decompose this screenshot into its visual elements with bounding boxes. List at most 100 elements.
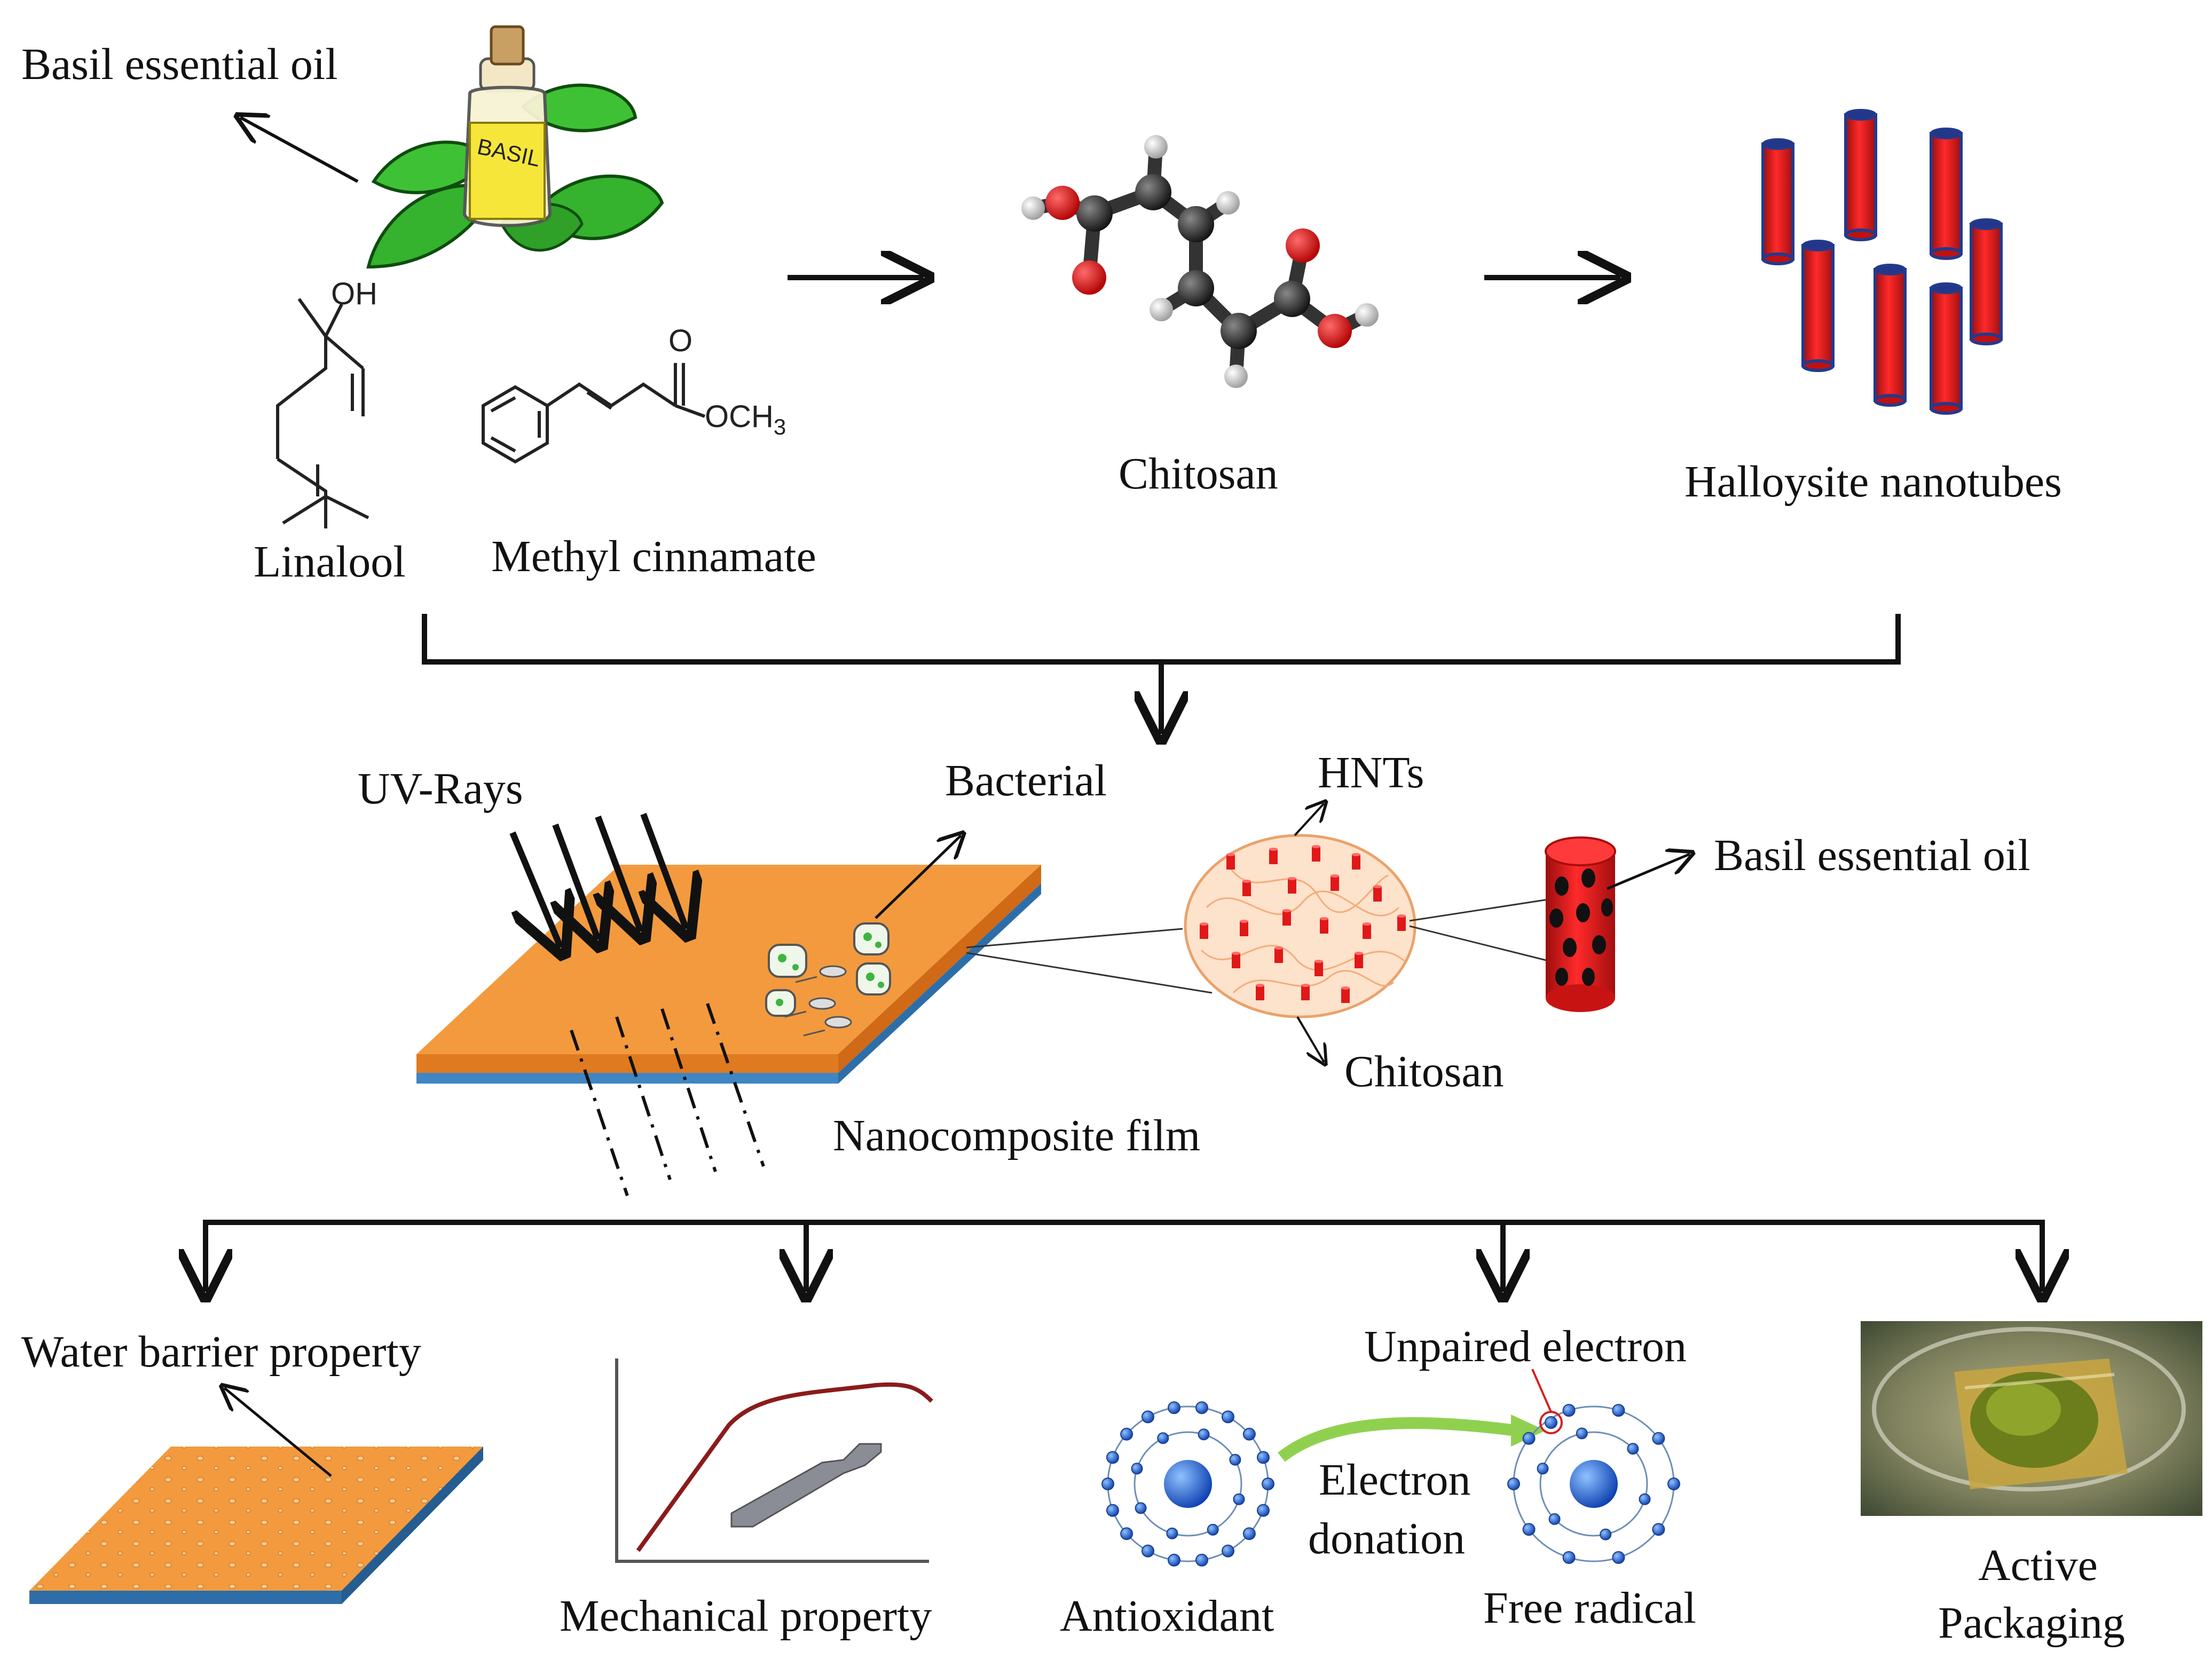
hnts-pointer <box>1294 803 1324 836</box>
basil-pointer-arrow <box>240 117 359 183</box>
carbonyl-o: O <box>668 323 692 358</box>
distribution-bar <box>203 1220 2045 1281</box>
basil-bottle-icon: BASIL <box>366 25 664 269</box>
electron <box>1120 1527 1133 1540</box>
nanotube <box>1930 282 1963 415</box>
electron <box>1242 1427 1256 1441</box>
electron <box>1262 1478 1274 1490</box>
electron-line1: Electron <box>1319 1455 1471 1505</box>
electron-donation-arrow <box>1278 1417 1517 1462</box>
mini-nanotube <box>1282 909 1291 926</box>
mini-nanotube <box>1269 848 1278 864</box>
petri-dish-icon <box>1861 1321 2202 1516</box>
electron <box>1522 1523 1536 1536</box>
water-pointer <box>224 1388 332 1477</box>
electron <box>1229 1453 1241 1466</box>
electron <box>1612 1551 1625 1564</box>
electron <box>1522 1432 1536 1445</box>
water-barrier-label: Water barrier property <box>21 1327 421 1377</box>
basil-oil-title: Basil essential oil <box>21 40 338 89</box>
molecule-icon <box>1021 135 1379 388</box>
electron <box>1548 1513 1561 1525</box>
electron <box>1652 1523 1665 1536</box>
mini-nanotube <box>1226 853 1235 870</box>
nanotube <box>1801 240 1835 372</box>
electron <box>1198 1428 1210 1441</box>
electron <box>1142 1410 1154 1424</box>
nanotube <box>1844 109 1877 241</box>
stress-strain-plot <box>615 1358 933 1563</box>
bacterial-pointer <box>875 835 961 919</box>
unpaired-electron-label: Unpaired electron <box>1364 1322 1687 1371</box>
electron <box>1242 1527 1256 1540</box>
nanotube <box>1873 264 1907 407</box>
mini-nanotube <box>1312 845 1320 862</box>
electron <box>1600 1528 1612 1540</box>
electron <box>1120 1427 1133 1441</box>
electron <box>1257 1451 1270 1464</box>
electron <box>1233 1493 1245 1505</box>
mini-nanotube <box>1314 960 1323 976</box>
active-line2: Packaging <box>1938 1598 2125 1648</box>
electron <box>1576 1427 1588 1440</box>
nanotube <box>1970 218 2003 345</box>
chitosan-top-label: Chitosan <box>1119 449 1278 499</box>
hnt-chitosan-circle <box>1184 834 1416 1018</box>
electron <box>1131 1463 1143 1475</box>
antioxidant-label: Antioxidant <box>1060 1591 1274 1641</box>
nanotube-icon <box>1761 109 2003 415</box>
chitosan-pointer <box>1296 1016 1324 1062</box>
electron <box>1195 1553 1208 1567</box>
mini-nanotube <box>1373 885 1382 902</box>
bacteria-cluster <box>765 922 891 1037</box>
electron <box>1195 1401 1208 1415</box>
mini-nanotube <box>1232 952 1240 968</box>
electron <box>1106 1504 1119 1517</box>
methyl-cinnamate-structure <box>482 363 706 464</box>
halloysite-label: Halloysite nanotubes <box>1684 457 2062 507</box>
antioxidant-atom <box>1101 1401 1274 1567</box>
electron <box>1652 1432 1665 1445</box>
linalool-oh: OH <box>331 276 377 311</box>
uv-dashed-rays <box>570 1003 765 1196</box>
mini-nanotube <box>1301 984 1310 1000</box>
electron <box>1507 1478 1520 1490</box>
electron <box>1627 1443 1639 1455</box>
mini-nanotube <box>1256 984 1264 1000</box>
electron <box>1222 1410 1234 1424</box>
linalool-label: Linalool <box>254 537 406 587</box>
oil-pointer <box>1607 854 1690 890</box>
uv-rays-label: UV-Rays <box>358 764 523 813</box>
active-line1: Active <box>1978 1540 2098 1590</box>
electron <box>1142 1544 1154 1558</box>
electron <box>1168 1401 1180 1415</box>
mini-nanotube <box>1320 917 1328 934</box>
linalool-structure <box>276 298 369 528</box>
free-radical-atom <box>1507 1404 1680 1564</box>
mini-nanotube <box>1240 920 1248 936</box>
zoom-line <box>966 928 1183 949</box>
methyl-cinnamate-label: Methyl cinnamate <box>491 532 816 581</box>
water-barrier-film <box>29 1447 483 1604</box>
electron <box>1537 1463 1549 1475</box>
zoom-line <box>1409 925 1549 962</box>
electron <box>1166 1527 1178 1539</box>
electron <box>1168 1553 1180 1567</box>
mini-nanotube <box>1200 922 1208 939</box>
nanocomposite-film <box>416 865 1041 1084</box>
electron <box>1207 1523 1219 1536</box>
nanotube <box>1761 138 1794 265</box>
electron <box>1257 1504 1270 1517</box>
nanotube <box>1930 128 1963 260</box>
electron <box>1612 1404 1625 1417</box>
free-radical-label: Free radical <box>1483 1583 1696 1633</box>
basil-oil-mid-label: Basil essential oil <box>1714 831 2030 880</box>
zoom-line <box>966 952 1213 994</box>
mini-nanotube <box>1288 877 1296 894</box>
mini-nanotube <box>1242 880 1251 896</box>
electron <box>1222 1544 1234 1558</box>
film-label: Nanocomposite film <box>833 1111 1200 1160</box>
loaded-nanotube <box>1545 836 1616 1012</box>
mini-nanotube <box>1331 874 1339 891</box>
electron <box>1562 1551 1576 1564</box>
